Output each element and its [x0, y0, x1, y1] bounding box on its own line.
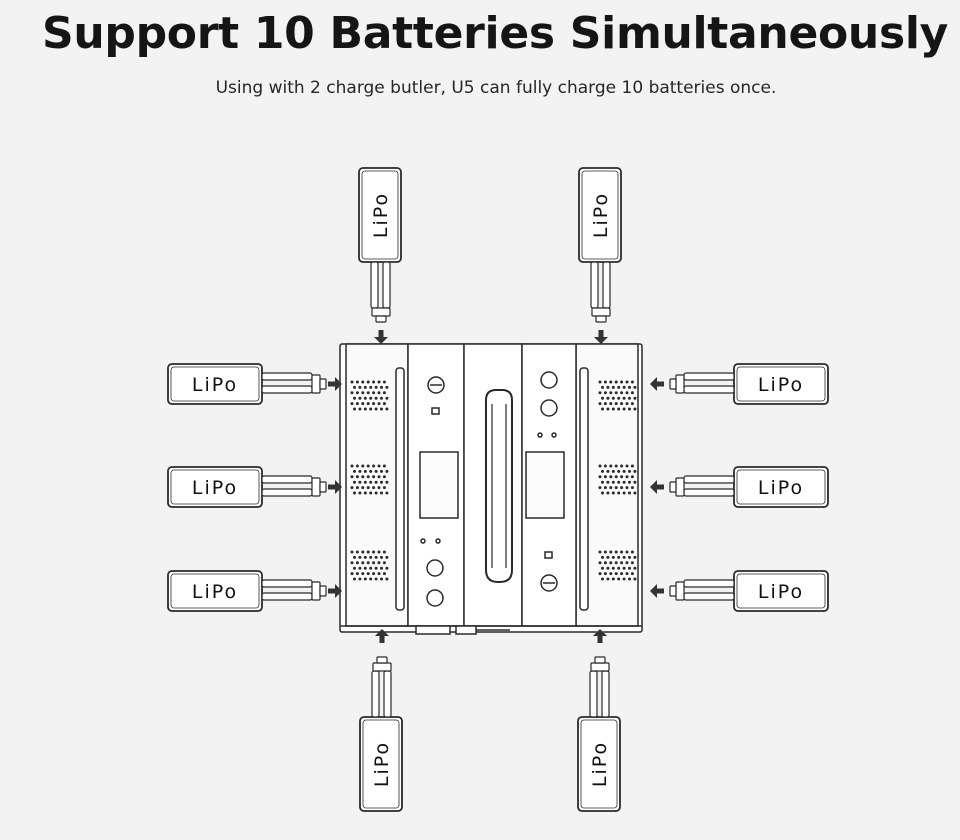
vent-grille [598, 464, 637, 495]
left-module-controls [419, 376, 459, 607]
vent-grille [350, 464, 389, 495]
battery-wires [261, 475, 327, 497]
vent-grille [350, 550, 389, 581]
lipo-battery: LiPo [650, 466, 829, 508]
lipo-battery: LiPo [359, 629, 403, 812]
arrow-icon [375, 629, 389, 643]
battery-label: LiPo [758, 374, 804, 396]
arrow-icon [594, 330, 608, 344]
charger-unit [339, 343, 643, 635]
battery-wires [261, 579, 327, 601]
battery-wires [261, 372, 327, 394]
page-subtitle: Using with 2 charge butler, U5 can fully… [215, 78, 777, 98]
battery-wires [589, 656, 610, 718]
vent-grille [350, 380, 389, 411]
battery-label: LiPo [192, 374, 238, 396]
arrow-icon [650, 377, 664, 391]
battery-wires [669, 579, 735, 601]
battery-wires [590, 261, 611, 323]
arrow-icon [593, 629, 607, 643]
arrow-icon [328, 480, 342, 494]
lipo-battery: LiPo [358, 167, 402, 344]
battery-wires [371, 656, 392, 718]
right-module-controls [525, 371, 565, 592]
battery-label: LiPo [192, 581, 238, 603]
lipo-battery: LiPo [650, 363, 829, 405]
battery-wires [669, 475, 735, 497]
battery-label: LiPo [192, 477, 238, 499]
battery-label: LiPo [590, 192, 612, 238]
page-title: Support 10 Batteries Simultaneously [41, 8, 949, 59]
arrow-icon [650, 480, 664, 494]
vent-grilles [350, 380, 637, 581]
lipo-battery: LiPo [650, 570, 829, 612]
battery-label: LiPo [758, 477, 804, 499]
lipo-battery: LiPo [167, 570, 342, 612]
vent-grille [598, 380, 637, 411]
battery-wires [669, 372, 735, 394]
vent-grille [598, 550, 637, 581]
lipo-battery: LiPo [167, 466, 342, 508]
lipo-battery: LiPo [577, 629, 621, 812]
arrow-icon [650, 584, 664, 598]
arrow-icon [374, 330, 388, 344]
arrow-icon [328, 377, 342, 391]
lipo-battery: LiPo [167, 363, 342, 405]
arrow-icon [328, 584, 342, 598]
lipo-battery: LiPo [578, 167, 622, 344]
battery-wires [370, 261, 391, 323]
battery-label: LiPo [370, 192, 392, 238]
battery-label: LiPo [371, 741, 393, 787]
battery-label: LiPo [758, 581, 804, 603]
battery-label: LiPo [589, 741, 611, 787]
